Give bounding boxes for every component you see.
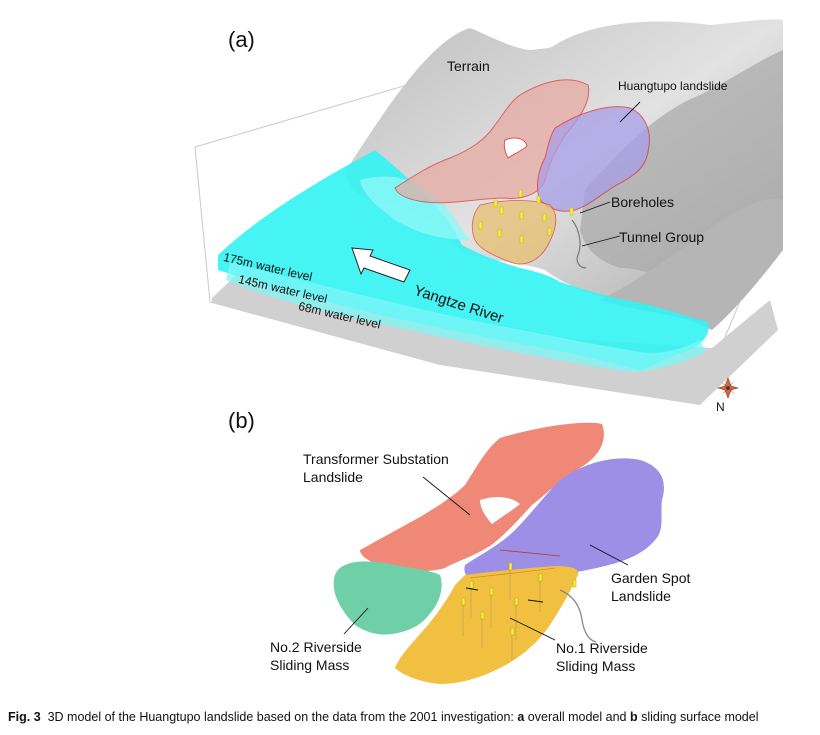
caption-b: b — [629, 710, 638, 724]
label-transformer-line1: Transformer Substation — [303, 451, 449, 467]
borehole-shafts-b — [462, 570, 541, 660]
caption-a: a — [517, 710, 525, 724]
sliding-surface-transformer — [360, 422, 604, 572]
panel-b-letter: (b) — [228, 408, 255, 433]
river-flow-arrow — [351, 247, 411, 283]
landslide-outline-garden-a — [537, 106, 650, 212]
borehole-markers-a — [478, 189, 574, 244]
river-shallow-band — [226, 262, 706, 372]
label-huangtupo-landslide: Huangtupo landslide — [618, 79, 728, 93]
panel-b-model — [333, 422, 664, 684]
landslide-hole-a — [503, 137, 528, 159]
leader-lines-b — [343, 476, 629, 641]
transformer-edge-red — [499, 549, 561, 557]
label-boreholes: Boreholes — [611, 194, 675, 210]
label-no1-line2: Sliding Mass — [556, 658, 636, 674]
label-transformer-line2: Landslide — [303, 469, 363, 485]
borehole-markers-b — [461, 562, 577, 636]
panel-a-model — [194, 19, 783, 405]
label-tunnel-group: Tunnel Group — [619, 229, 705, 245]
label-no2-line2: Sliding Mass — [270, 657, 350, 673]
sliding-surface-no2 — [333, 561, 442, 635]
terrain-right-slope — [600, 199, 783, 330]
sliding-surface-no1 — [395, 566, 579, 684]
leader-lines-a — [579, 101, 641, 247]
caption-text: 3D model of the Huangtupo landslide base… — [47, 710, 518, 724]
caption-a-text: overall model and — [524, 710, 630, 724]
label-garden-line1: Garden Spot — [611, 570, 691, 586]
boundary-line-b — [469, 567, 556, 579]
label-no2-line1: No.2 Riverside — [270, 639, 362, 655]
label-garden-line2: Landslide — [611, 588, 671, 604]
panel-a-letter: (a) — [228, 27, 255, 52]
caption-b-text: sliding surface model — [637, 710, 759, 724]
tunnel-group-a — [571, 219, 587, 269]
river-inner-band — [360, 176, 470, 240]
north-compass-icon — [716, 377, 740, 399]
label-north: N — [716, 400, 725, 414]
figure-caption: Fig. 3 3D model of the Huangtupo landsli… — [8, 710, 818, 724]
sliding-surface-garden — [464, 458, 664, 586]
label-no1-line1: No.1 Riverside — [556, 640, 648, 656]
sliding-surface-transformer-hole — [480, 496, 520, 524]
caption-fig-number: Fig. 3 — [8, 710, 41, 724]
river-water — [218, 150, 709, 370]
label-terrain: Terrain — [447, 58, 490, 74]
tunnel-group-b — [559, 589, 597, 643]
